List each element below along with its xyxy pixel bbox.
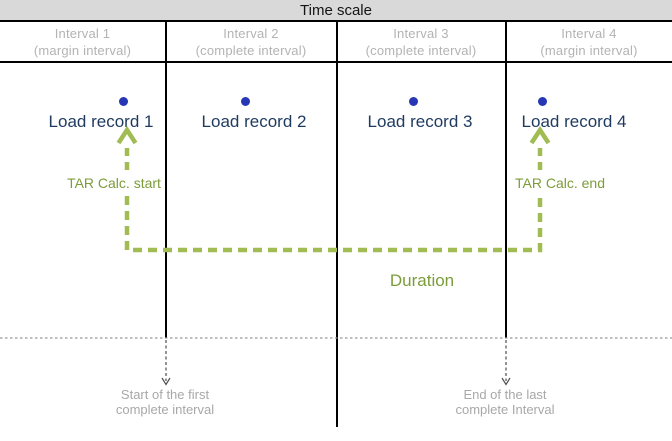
interval-boundary-line-1: [165, 22, 167, 338]
duration-label: Duration: [389, 271, 455, 290]
interval-1-label: Interval 1 (margin interval): [0, 25, 165, 59]
interval-1-type: (margin interval): [33, 43, 132, 58]
interval-3-name: Interval 3: [393, 26, 449, 41]
load-record-2-label: Load record 2: [201, 112, 307, 131]
load-record-3-label: Load record 3: [367, 112, 473, 131]
interval-boundary-line-3: [505, 22, 507, 338]
interval-2-label: Interval 2 (complete interval): [166, 25, 336, 59]
end-caption-line1: End of the last: [463, 387, 547, 402]
interval-2-type: (complete interval): [195, 43, 307, 58]
tar-calc-end-label: TAR Calc. end: [515, 175, 605, 191]
duration-route-line: [124, 196, 543, 253]
interval-4-name: Interval 4: [561, 26, 617, 41]
tar-duration-path: [116, 125, 551, 253]
interval-3-type: (complete interval): [365, 43, 477, 58]
interval-3-label: Interval 3 (complete interval): [337, 25, 505, 59]
interval-1-name: Interval 1: [54, 26, 111, 41]
timescale-header: Time scale: [0, 0, 672, 22]
load-record-dot-3: [409, 97, 418, 106]
load-record-1-label: Load record 1: [48, 112, 154, 131]
end-caption-line2: complete Interval: [455, 402, 555, 417]
interval-2-name: Interval 2: [223, 26, 279, 41]
start-boundary-caption: Start of the first complete interval: [116, 387, 214, 417]
start-caption-line1: Start of the first: [120, 387, 210, 402]
load-record-4-label: Load record 4: [521, 112, 627, 131]
load-record-dot-4: [538, 97, 547, 106]
interval-4-type: (margin interval): [540, 43, 638, 58]
interval-4-label: Interval 4 (margin interval): [506, 25, 672, 59]
tar-calc-start-label: TAR Calc. start: [67, 175, 161, 191]
diagram-title: Time scale: [300, 1, 372, 19]
end-boundary-caption: End of the last complete Interval: [456, 387, 555, 417]
load-record-dot-2: [241, 97, 250, 106]
interval-boundary-line-2: [336, 22, 338, 427]
load-record-dot-1: [119, 97, 128, 106]
start-caption-line2: complete interval: [115, 402, 215, 417]
